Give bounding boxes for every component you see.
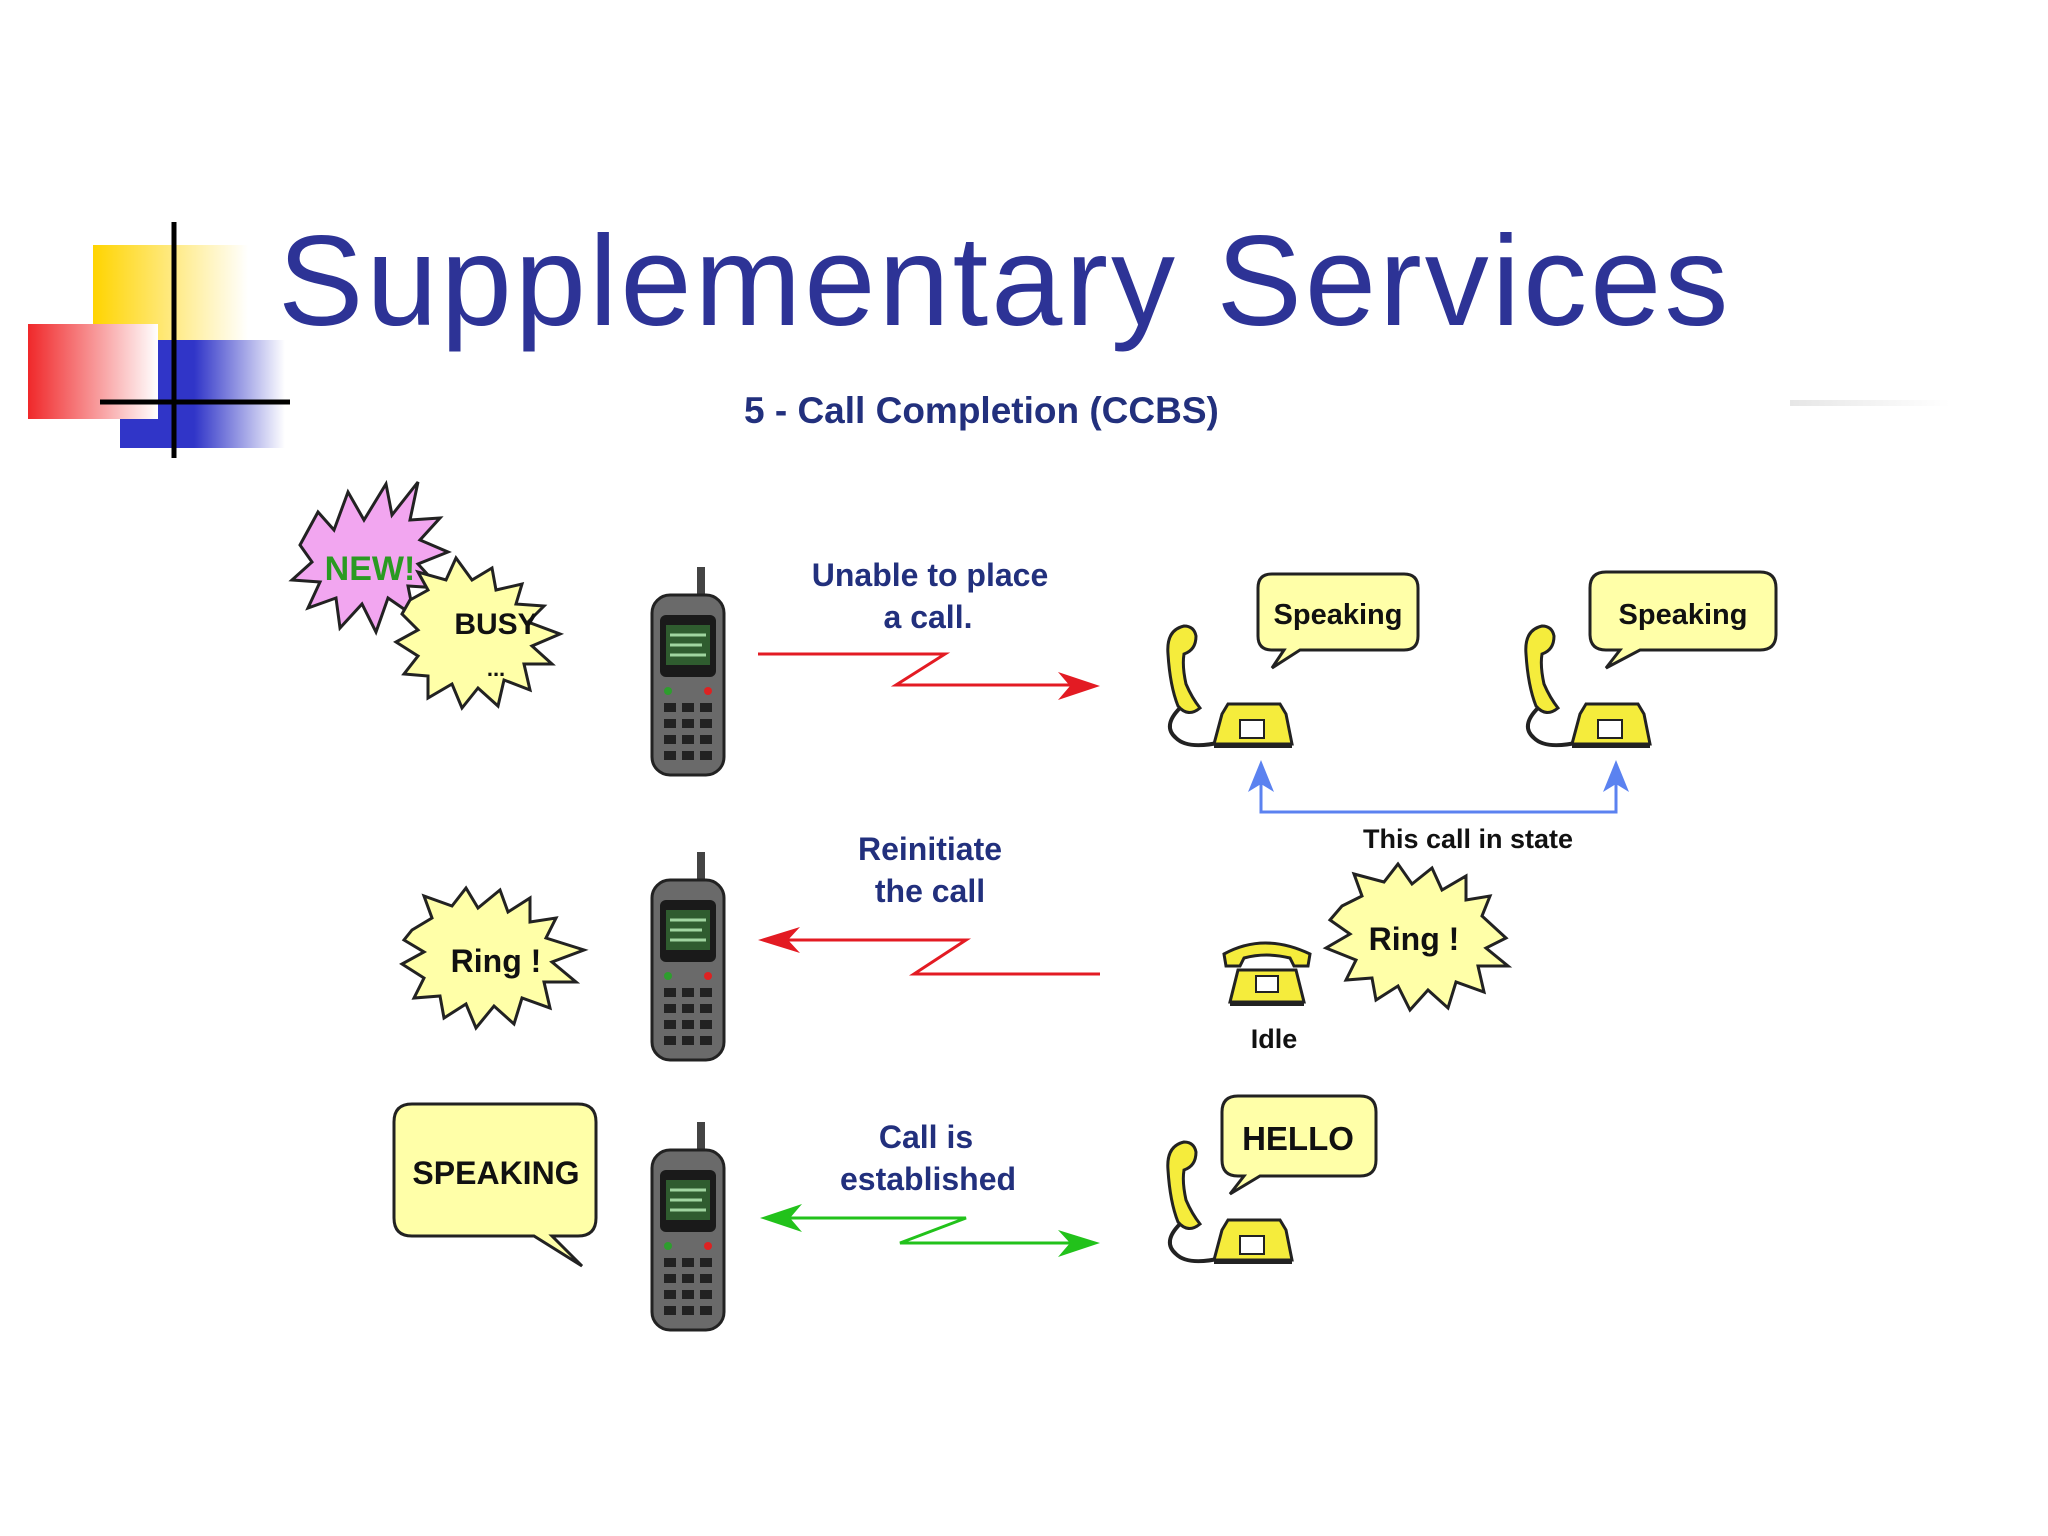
row2-message-line1: Reinitiate [858, 831, 1002, 867]
new-starburst-label: NEW! [325, 550, 416, 588]
row1-red-arrow [758, 652, 1080, 687]
speaking-bubble-left [392, 1102, 598, 1268]
speaking-bubble-1-text: Speaking [1274, 599, 1403, 631]
row3-message-line1: Call is [879, 1119, 973, 1155]
row1-message-line1: Unable to place [812, 557, 1049, 593]
speaking-bubble-2 [1588, 570, 1778, 670]
row1-message-line2: a call. [884, 599, 973, 635]
slide-subtitle: 5 - Call Completion (CCBS) [744, 390, 1219, 431]
idle-desk-phone-icon [1222, 941, 1312, 1006]
call-state-label: This call in state [1363, 824, 1573, 854]
title-divider [1790, 400, 1950, 406]
row2-red-arrow [780, 938, 1100, 976]
connector-arrowhead-left [1248, 760, 1274, 792]
mobile-phone-icon [650, 1120, 726, 1332]
speaking-bubble-1 [1256, 572, 1420, 670]
connector-arrowhead-right [1603, 760, 1629, 792]
row2-message-line2: the call [875, 873, 985, 909]
busy-starburst-dots: ... [487, 656, 505, 681]
busy-starburst-label: BUSY [454, 608, 537, 641]
mobile-phone-icon [650, 565, 726, 777]
row3-green-arrow [780, 1216, 1080, 1245]
mobile-phone-icon [650, 850, 726, 1062]
idle-label: Idle [1251, 1024, 1298, 1054]
ring-starburst-right [1322, 861, 1513, 1013]
busy-starburst [393, 555, 565, 711]
ring-starburst-left [399, 885, 589, 1031]
row3-green-arrowhead-left [760, 1204, 802, 1232]
ring-starburst-right-text: Ring ! [1369, 921, 1460, 957]
speaking-bubble-2-text: Speaking [1619, 599, 1748, 631]
hello-bubble-text: HELLO [1242, 1120, 1354, 1157]
slide-title: Supplementary Services [278, 210, 1732, 353]
speaking-bubble-left-text: SPEAKING [412, 1155, 579, 1191]
row2-red-arrowhead [758, 927, 800, 953]
row3-green-arrowhead-right [1058, 1230, 1100, 1257]
ring-starburst-left-text: Ring ! [451, 943, 542, 979]
call-state-connector [1259, 784, 1618, 814]
hello-bubble [1220, 1094, 1378, 1196]
corner-decoration [28, 222, 290, 458]
row1-red-arrowhead [1058, 672, 1100, 700]
row3-message-line2: established [840, 1161, 1016, 1197]
